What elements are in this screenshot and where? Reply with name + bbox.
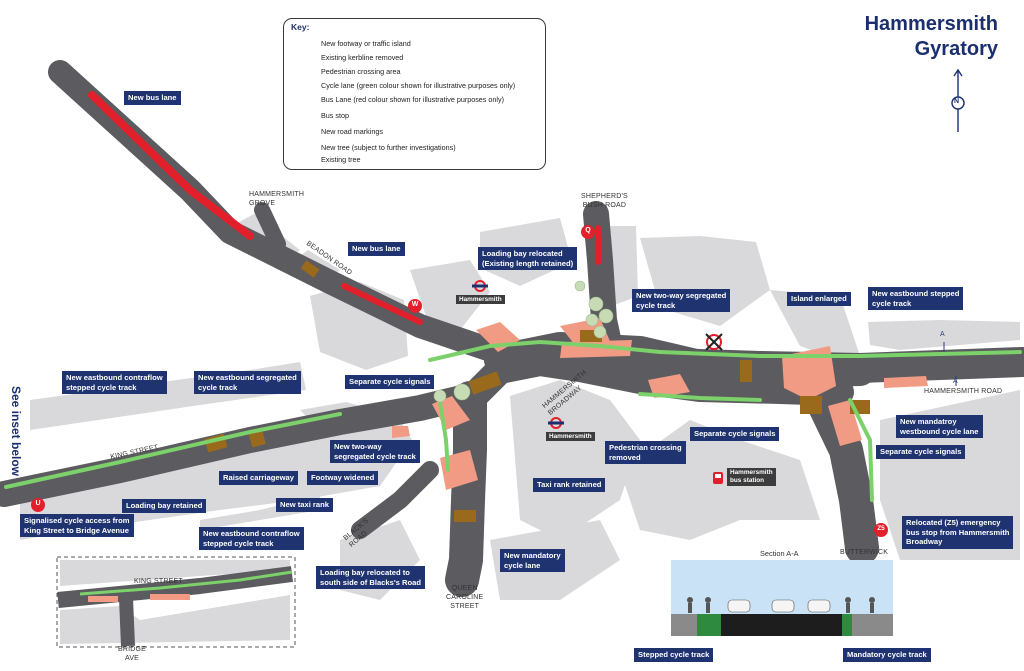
- key-item-bus-stop: Bus stop: [321, 110, 349, 120]
- section-markers: [943, 342, 957, 386]
- trees: [433, 280, 614, 403]
- map-key: Key: New footway or traffic island Exist…: [283, 18, 546, 170]
- road-blacks: [351, 461, 439, 539]
- section-marker-a-2: A: [953, 378, 958, 385]
- bus-stop-z5: Z5: [877, 525, 885, 532]
- callout-footway-widened: Footway widened: [307, 471, 379, 485]
- section-marker-a-1: A: [940, 331, 945, 338]
- map-title: Hammersmith Gyratory: [865, 12, 998, 62]
- inset-map: [56, 556, 296, 648]
- road-butterwick: [803, 379, 879, 565]
- road-name-king-street-inset: KING STREET: [134, 578, 183, 585]
- section-title: Section A-A: [760, 549, 799, 558]
- bus-stop-q: Q: [585, 227, 591, 234]
- callout-mandatory-cycle-track: Mandatory cycle track: [843, 648, 931, 662]
- road-queen-caroline: [445, 381, 487, 597]
- station-label-hammersmith-1: Hammersmith: [456, 295, 505, 304]
- cycle-lanes: [4, 339, 1022, 592]
- callout-loading-bay-retained: Loading bay retained: [122, 499, 207, 513]
- section-diagram: [671, 560, 893, 636]
- north-arrow-icon: [951, 68, 965, 132]
- callout-new-taxi-rank: New taxi rank: [276, 498, 333, 512]
- callout-stepped-cycle-track: Stepped cycle track: [634, 648, 714, 662]
- underground-icons: [472, 280, 564, 429]
- bus-station-icon: [713, 472, 723, 484]
- callout-loading-bay-relocated: Loading bay relocated(Existing length re…: [478, 247, 578, 270]
- road-broadway-west-loop: [456, 348, 854, 414]
- key-item-footway: New footway or traffic island: [321, 38, 411, 48]
- callout-island-enlarged: Island enlarged: [787, 292, 851, 306]
- see-inset-label: See inset below: [9, 385, 23, 477]
- road-name-butterwick: BUTTERWICK: [840, 549, 889, 556]
- callout-separate-cycle-signals-3: Separate cycle signals: [876, 445, 966, 459]
- callout-separate-cycle-signals-2: Separate cycle signals: [690, 427, 780, 441]
- key-item-road-markings: New road markings: [321, 126, 383, 136]
- bus-stop-u: U: [35, 500, 41, 507]
- key-item-bus-lane: Bus Lane (red colour shown for illustrat…: [321, 94, 504, 104]
- key-item-cycle-lane: Cycle lane (green colour shown for illus…: [321, 80, 516, 90]
- callout-separate-cycle-signals-1: Separate cycle signals: [345, 375, 435, 389]
- key-heading: Key:: [291, 22, 310, 32]
- key-item-new-tree: New tree (subject to further investigati…: [321, 142, 456, 152]
- bus-lanes: [88, 91, 601, 325]
- station-label-hammersmith-2: Hammersmith: [546, 432, 595, 441]
- road-hammersmith-road: [625, 347, 1024, 383]
- road-name-hammersmith-road: HAMMERSMITH ROAD: [924, 388, 1003, 395]
- callout-new-bus-lane-1: New bus lane: [124, 91, 181, 105]
- road-king-street: [0, 383, 483, 507]
- bus-stop-markers: [31, 225, 888, 537]
- callout-taxi-rank-retained: Taxi rank retained: [533, 478, 606, 492]
- callout-raised-carriageway: Raised carriageway: [219, 471, 298, 485]
- title-line-1: Hammersmith: [864, 13, 998, 35]
- north-label: N: [954, 98, 960, 105]
- bus-stop-w: W: [411, 301, 419, 308]
- removed-bus-stop-icon: [705, 333, 723, 351]
- title-line-2: Gyratory: [914, 38, 998, 60]
- callout-new-bus-lane-2: New bus lane: [348, 242, 405, 256]
- road-hammersmith-grove: [254, 202, 286, 252]
- key-item-existing-tree: Existing tree: [321, 154, 361, 164]
- key-item-kerbline: Existing kerbline removed: [321, 52, 404, 62]
- key-item-crossing: Pedestrian crossing area: [321, 66, 401, 76]
